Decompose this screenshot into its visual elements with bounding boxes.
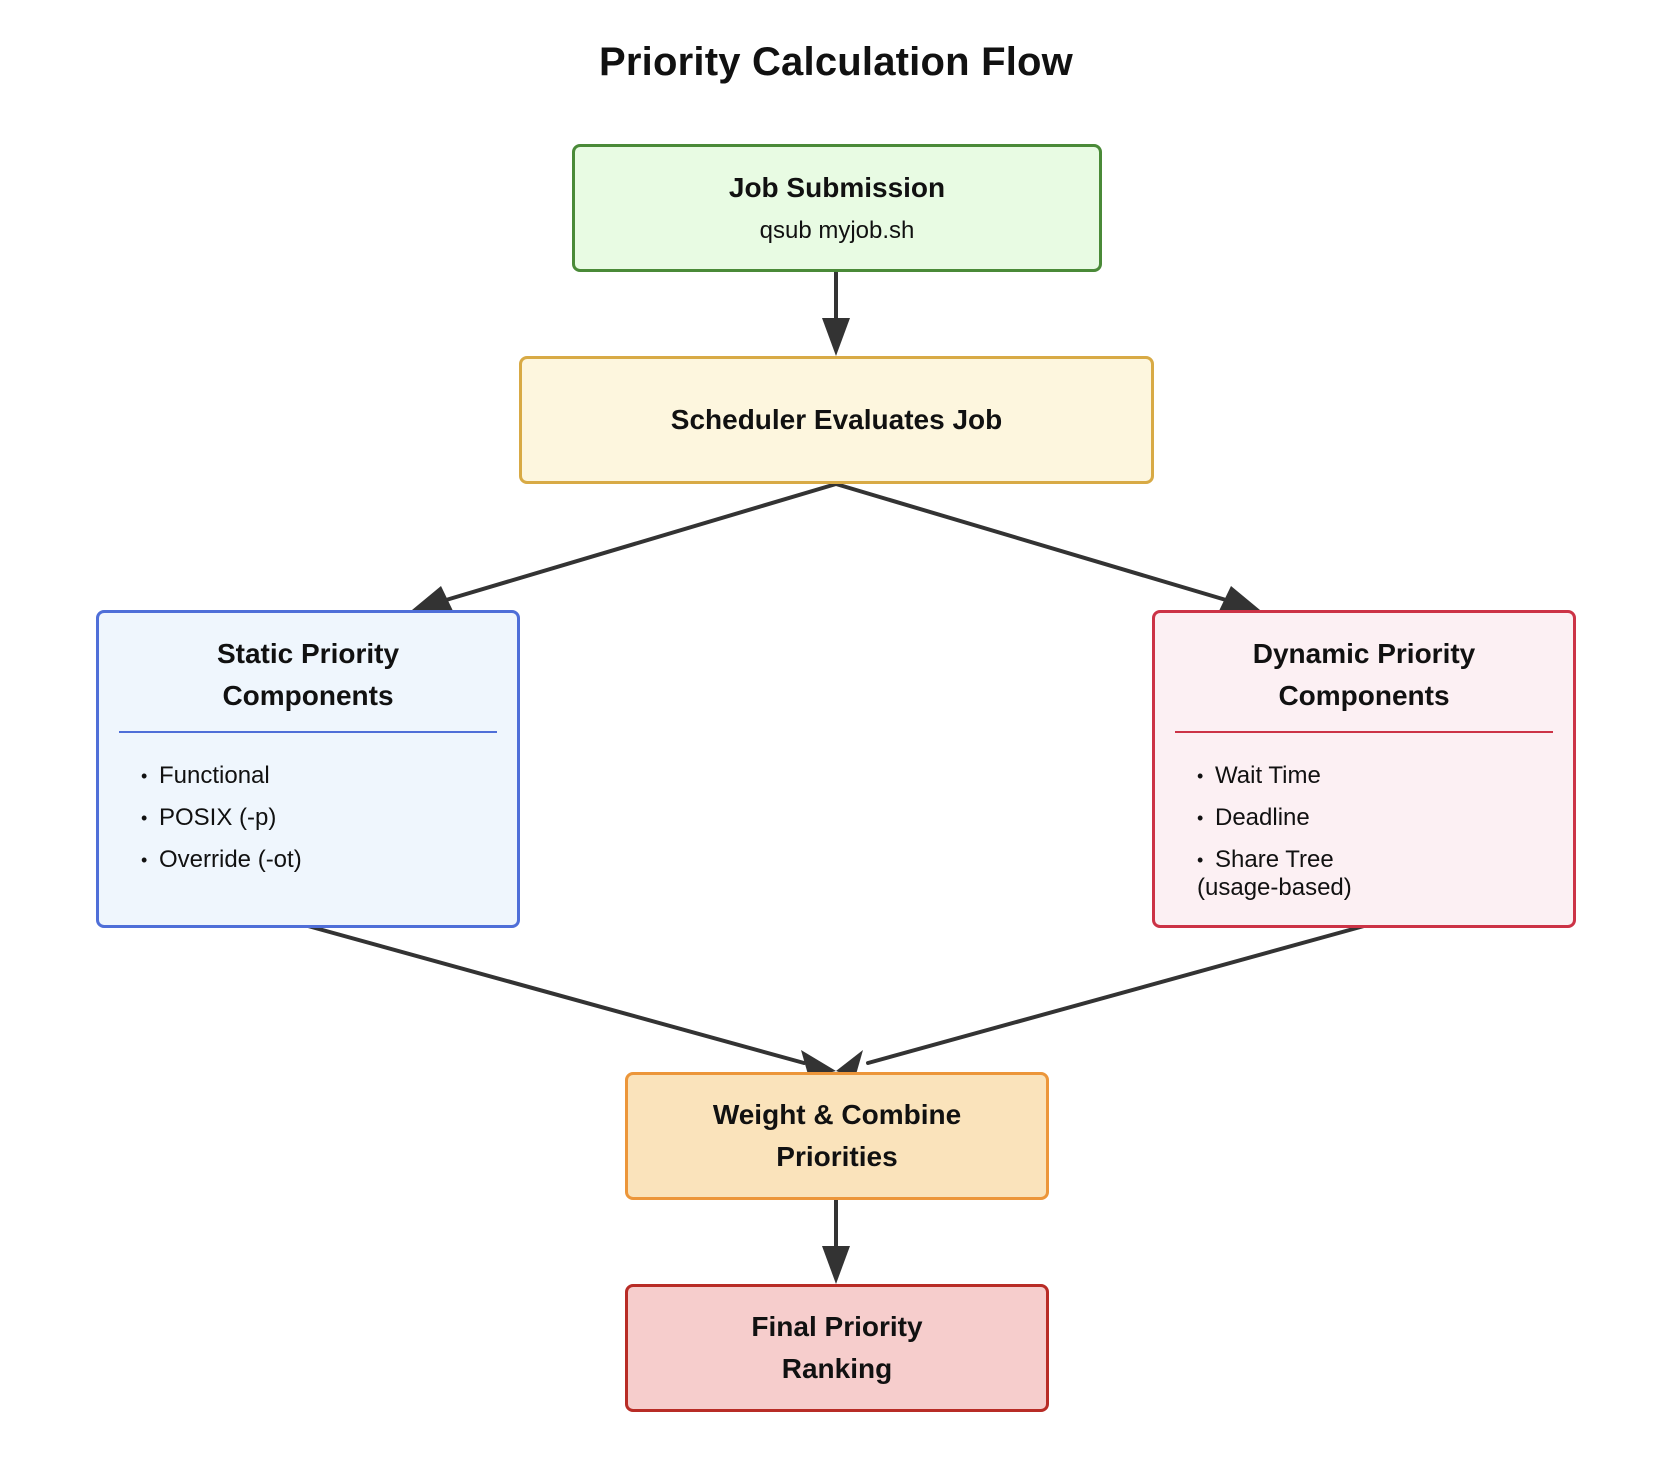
dynamic-priority-title-line2: Components bbox=[1278, 680, 1450, 711]
dynamic-item-share-tree: Share Tree bbox=[1197, 839, 1573, 881]
weight-combine-node: Weight & Combine Priorities bbox=[625, 1072, 1049, 1200]
arrowhead-static bbox=[412, 586, 454, 613]
final-priority-node: Final Priority Ranking bbox=[625, 1284, 1049, 1412]
static-item-functional: Functional bbox=[141, 755, 517, 797]
dynamic-priority-panel: Dynamic Priority Components Wait Time De… bbox=[1152, 610, 1576, 928]
static-item-override: Override (-ot) bbox=[141, 839, 517, 881]
scheduler-node: Scheduler Evaluates Job bbox=[519, 356, 1154, 484]
final-priority-title-line1: Final Priority bbox=[751, 1311, 923, 1342]
dynamic-item-wait-time: Wait Time bbox=[1197, 755, 1573, 797]
job-submission-node: Job Submission qsub myjob.sh bbox=[572, 144, 1102, 272]
arrowhead-combine-left bbox=[801, 1050, 836, 1078]
edge-static-combine bbox=[306, 924, 806, 1065]
static-priority-divider bbox=[119, 731, 497, 733]
arrowhead-combine-right bbox=[836, 1050, 863, 1078]
job-submission-command: qsub myjob.sh bbox=[759, 217, 915, 244]
arrowhead-dynamic bbox=[1218, 586, 1260, 613]
arrowhead-scheduler bbox=[822, 318, 850, 356]
weight-combine-title-line1: Weight & Combine bbox=[712, 1099, 962, 1130]
edge-scheduler-dynamic bbox=[834, 482, 1228, 602]
dynamic-priority-title-line1: Dynamic Priority bbox=[1252, 638, 1476, 669]
static-item-posix: POSIX (-p) bbox=[141, 797, 517, 839]
diagram-title: Priority Calculation Flow bbox=[599, 40, 1073, 84]
static-priority-title: Static Priority Components bbox=[99, 613, 517, 717]
edge-scheduler-static bbox=[444, 482, 838, 602]
dynamic-priority-divider bbox=[1175, 731, 1553, 733]
edge-dynamic-combine bbox=[866, 924, 1366, 1065]
weight-combine-title-line2: Priorities bbox=[776, 1141, 898, 1172]
dynamic-priority-title: Dynamic Priority Components bbox=[1155, 613, 1573, 717]
static-priority-title-line2: Components bbox=[222, 680, 394, 711]
static-priority-panel: Static Priority Components Functional PO… bbox=[96, 610, 520, 928]
static-priority-title-line1: Static Priority bbox=[216, 638, 400, 669]
job-submission-title: Job Submission bbox=[728, 172, 946, 203]
scheduler-title: Scheduler Evaluates Job bbox=[670, 404, 1003, 435]
dynamic-priority-list: Wait Time Deadline Share Tree bbox=[1155, 755, 1573, 881]
dynamic-item-deadline: Deadline bbox=[1197, 797, 1573, 839]
static-priority-list: Functional POSIX (-p) Override (-ot) bbox=[99, 755, 517, 881]
arrowhead-final bbox=[822, 1246, 850, 1284]
final-priority-title-line2: Ranking bbox=[781, 1353, 893, 1384]
